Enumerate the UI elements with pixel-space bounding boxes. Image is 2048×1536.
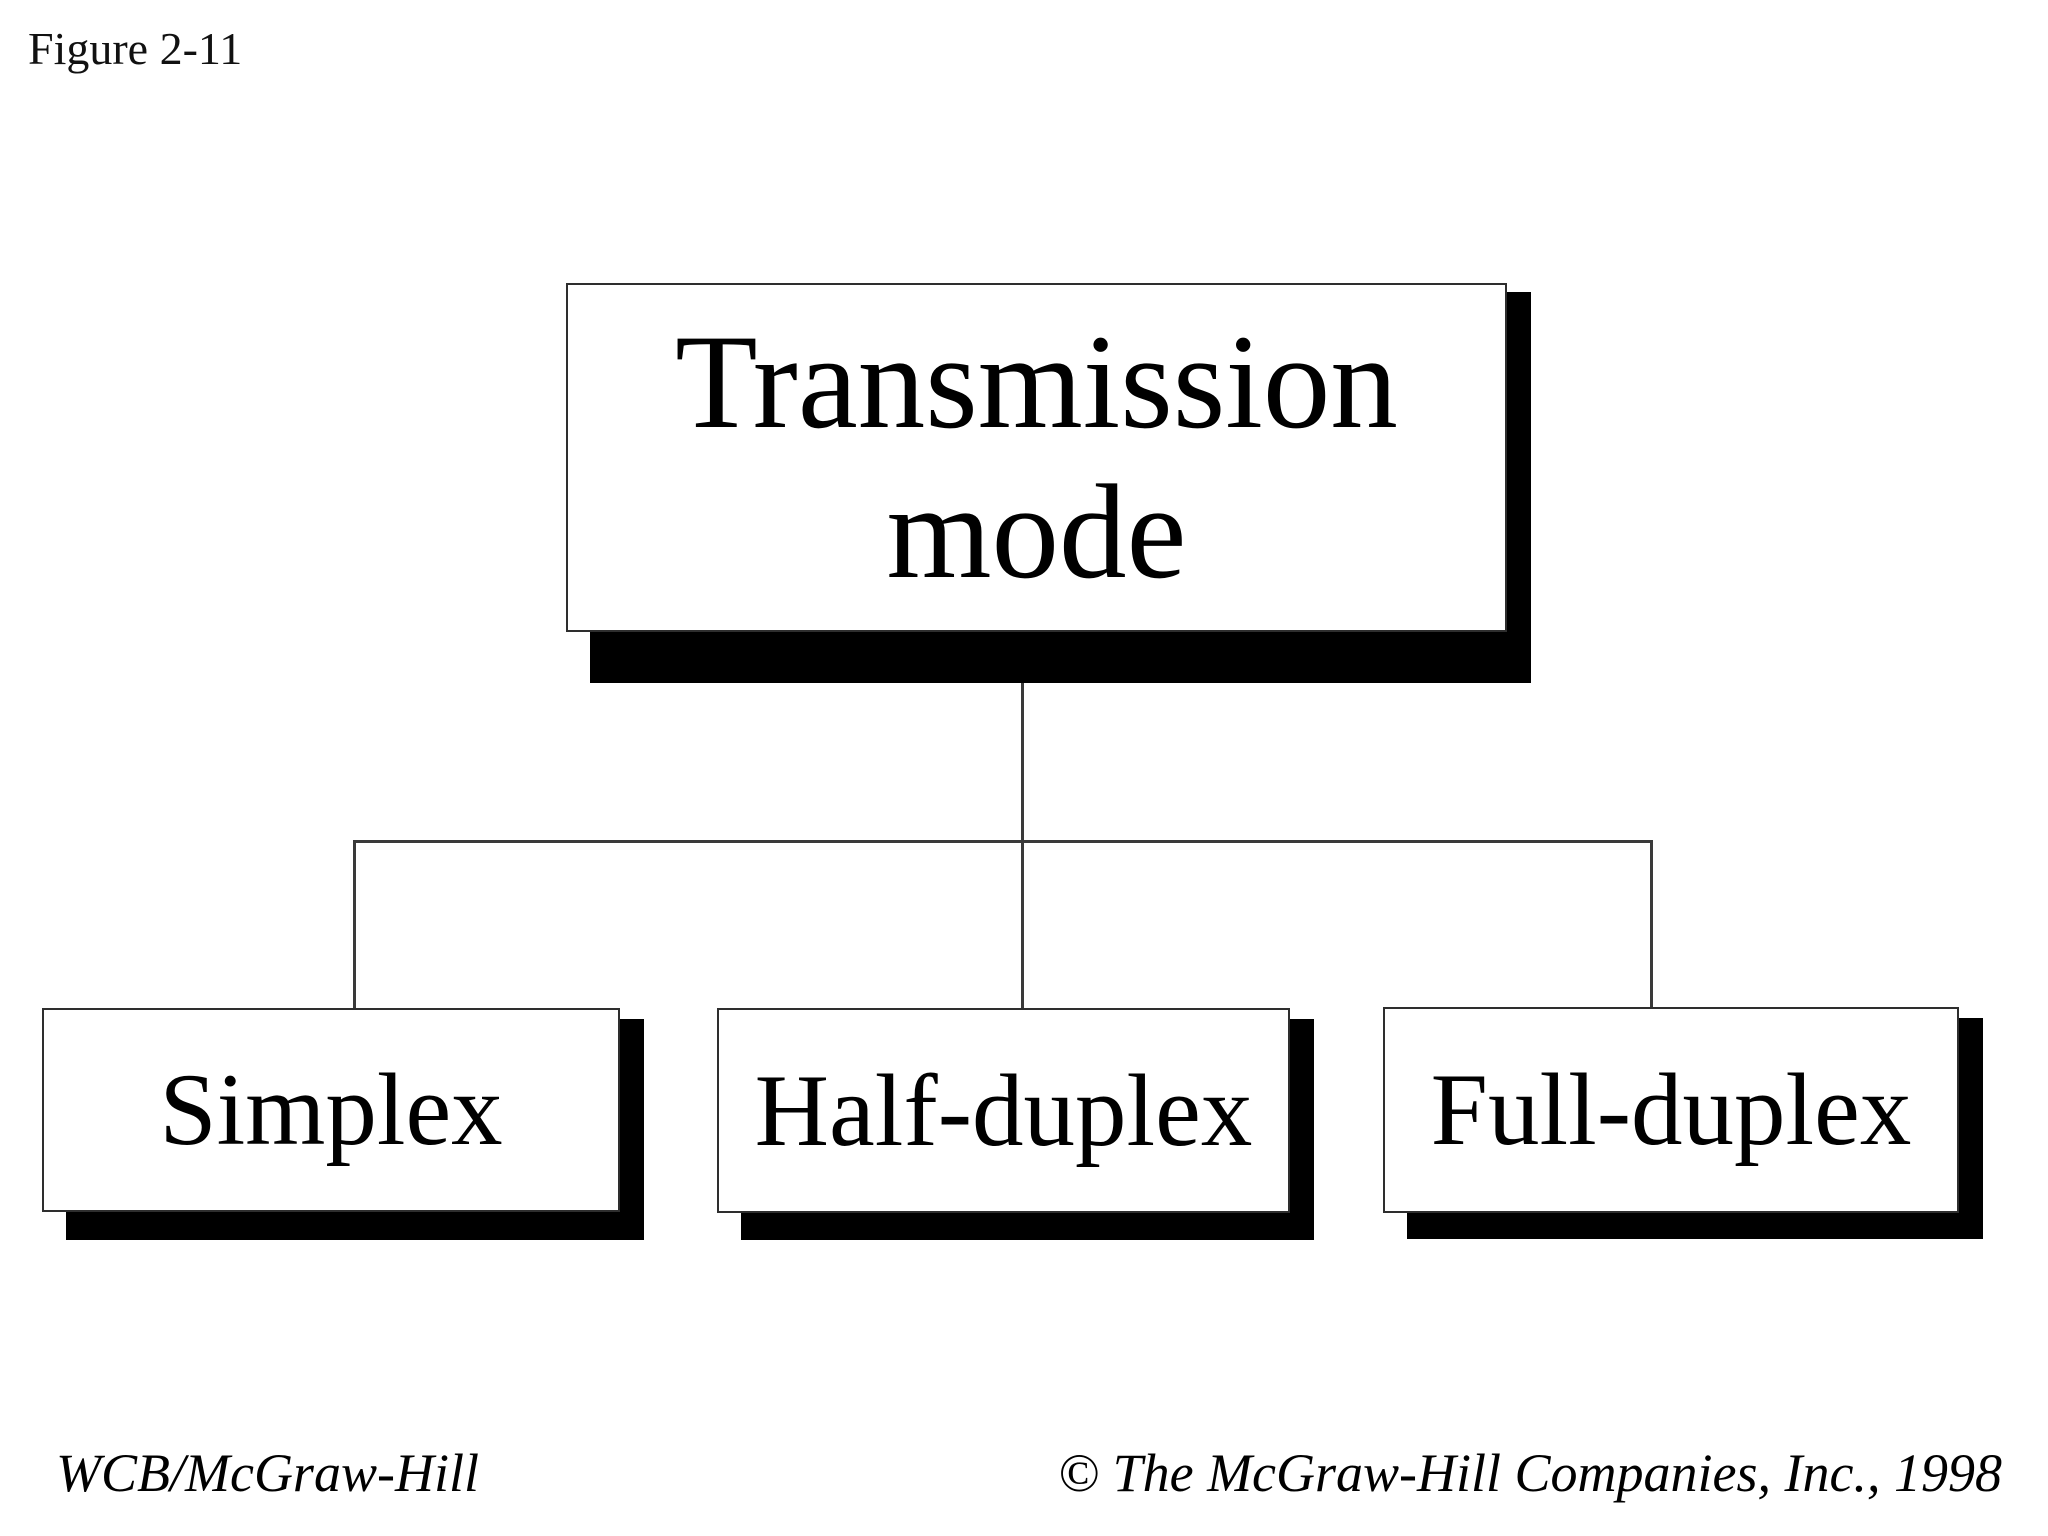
footer-copyright: © The McGraw-Hill Companies, Inc., 1998 <box>1058 1443 2002 1503</box>
node-simplex: Simplex <box>42 1008 620 1212</box>
connector-root-to-middle <box>1021 682 1024 1008</box>
connector-to-simplex <box>353 840 356 1008</box>
node-simplex-label: Simplex <box>159 1053 503 1167</box>
node-transmission-mode: Transmission mode <box>566 283 1507 632</box>
node-transmission-mode-line1: Transmission <box>675 307 1398 457</box>
footer-publisher: WCB/McGraw-Hill <box>56 1443 479 1503</box>
node-half-duplex: Half-duplex <box>717 1008 1290 1213</box>
connector-horizontal <box>353 840 1653 843</box>
node-transmission-mode-label: Transmission mode <box>675 308 1398 608</box>
figure-label: Figure 2-11 <box>28 23 243 74</box>
node-half-duplex-label: Half-duplex <box>754 1053 1253 1168</box>
node-transmission-mode-line2: mode <box>886 457 1187 607</box>
node-full-duplex: Full-duplex <box>1383 1007 1959 1213</box>
node-full-duplex-label: Full-duplex <box>1430 1053 1912 1167</box>
connector-to-full-duplex <box>1650 840 1653 1007</box>
